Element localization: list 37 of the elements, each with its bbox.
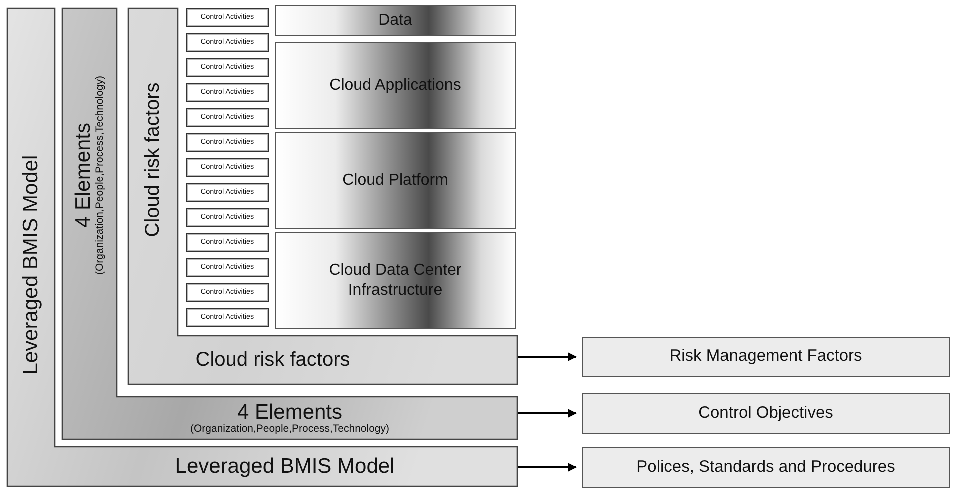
arrow xyxy=(518,352,577,362)
activity-box xyxy=(186,258,269,277)
activity-box xyxy=(186,183,269,202)
arrow xyxy=(518,463,577,472)
box-label: Cloud Platform xyxy=(342,170,448,190)
box-label: Risk Management Factors xyxy=(670,347,862,367)
band-label: Cloud risk factors xyxy=(196,350,350,371)
layer-box xyxy=(275,42,516,129)
box-label: Control Objectives xyxy=(698,404,834,424)
layer-box xyxy=(275,5,516,36)
subtitle-text: (Organization,People,Process,Technology) xyxy=(95,75,106,275)
band-label: 4 Elements xyxy=(237,402,343,424)
activity-box xyxy=(186,283,269,302)
arrow xyxy=(518,409,577,418)
activity-box xyxy=(186,208,269,227)
box-label: Cloud Applications xyxy=(330,76,462,96)
box-label: Data xyxy=(378,10,412,30)
layer-box xyxy=(275,132,516,229)
box-label: Polices, Standards and Procedures xyxy=(636,458,896,478)
outcome-box xyxy=(582,337,950,377)
band-label: Cloud risk factors xyxy=(142,82,164,238)
activity-box xyxy=(186,58,269,77)
activity-box xyxy=(186,158,269,177)
activity-box xyxy=(186,233,269,252)
subtitle-text: (Organization,People,Process,Technology) xyxy=(190,424,390,436)
activity-box xyxy=(186,308,269,327)
outcome-box xyxy=(582,447,950,488)
band-label: Leveraged BMIS Model xyxy=(20,155,42,375)
activity-box xyxy=(186,8,269,27)
activity-box xyxy=(186,83,269,102)
layer-box xyxy=(275,232,516,329)
activity-box xyxy=(186,108,269,127)
activity-box xyxy=(186,133,269,152)
outcome-box xyxy=(582,393,950,434)
band-label: Leveraged BMIS Model xyxy=(175,456,395,478)
band-label: 4 Elements xyxy=(72,122,95,228)
activity-box xyxy=(186,33,269,52)
